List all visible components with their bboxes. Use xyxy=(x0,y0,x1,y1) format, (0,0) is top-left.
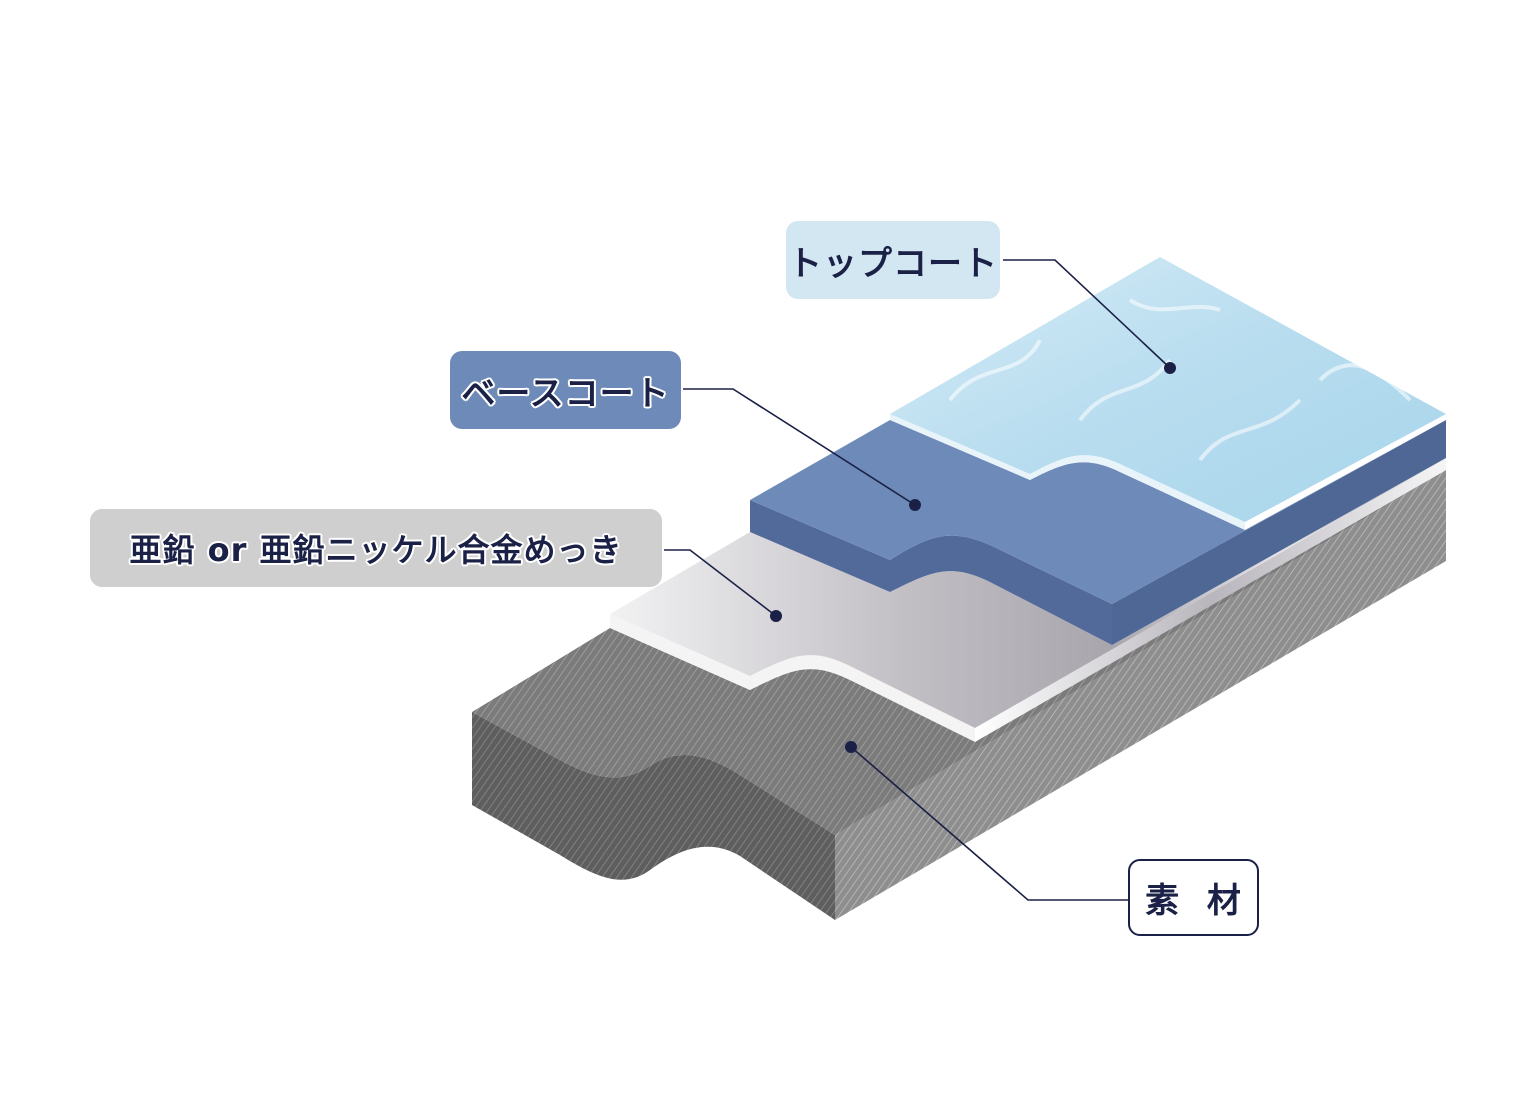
dot-top-coat xyxy=(1164,362,1176,374)
plating-layer xyxy=(610,458,1446,742)
leader-line-plating xyxy=(664,549,777,617)
base-coat-right-face xyxy=(1112,420,1446,645)
leader-dots xyxy=(770,362,1176,753)
top-coat-reflections xyxy=(948,298,1412,462)
top-coat-layer xyxy=(890,257,1446,530)
substrate-top-face xyxy=(472,470,1446,835)
leader-line-top-coat xyxy=(1003,259,1171,369)
dot-base-coat xyxy=(909,499,921,511)
leader-line-base-coat xyxy=(683,388,916,506)
leader-line-substrate xyxy=(850,746,1128,901)
base-coat-front-face xyxy=(750,500,1112,645)
substrate-right-face xyxy=(835,470,1446,920)
base-coat-layer xyxy=(750,420,1446,645)
substrate-front-face xyxy=(472,712,835,920)
leader-lines xyxy=(664,259,1171,901)
plating-top-face xyxy=(610,458,1446,728)
substrate-label: 素 材 xyxy=(1128,859,1259,936)
dot-substrate xyxy=(845,741,857,753)
base-coat-label: ベースコート xyxy=(450,351,681,429)
plating-right-edge xyxy=(975,458,1446,742)
substrate-layer xyxy=(472,470,1446,920)
top-coat-top-face xyxy=(890,257,1446,522)
dot-plating xyxy=(770,610,782,622)
top-coat-label: トップコート xyxy=(786,221,1000,299)
plating-label: 亜鉛 or 亜鉛ニッケル合金めっき xyxy=(90,509,662,587)
base-coat-top-face xyxy=(750,420,1446,604)
